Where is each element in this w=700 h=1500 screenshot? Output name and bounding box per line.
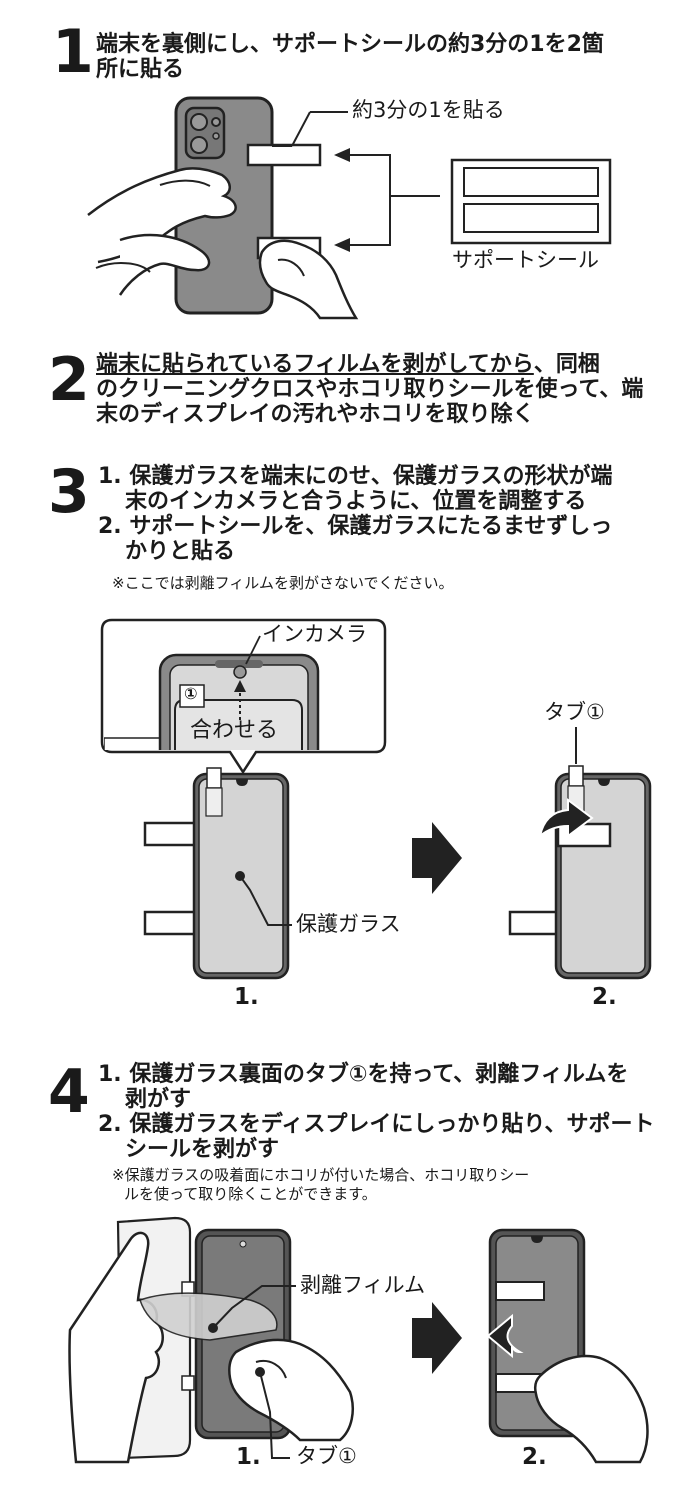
label-align: 合わせる (190, 718, 279, 743)
label-one-third: 約3分の1を貼る (352, 98, 505, 122)
step3-item2-line1: 2. サポートシールを、保護ガラスにたるませずしっ (98, 514, 613, 539)
step4-number: 4 (48, 1057, 90, 1127)
step4-item1-line1: 1. 保護ガラス裏面のタブ①を持って、剥離フィルムを (98, 1062, 629, 1087)
step2-heading-line2: のクリーニングクロスやホコリ取りシールを使って、端 (96, 377, 644, 402)
step4-note-line1: ※保護ガラスの吸着面にホコリが付いた場合、ホコリ取りシー (112, 1166, 530, 1184)
step3-fig-label-1: 1. (234, 984, 259, 1010)
label-tab-one-step3: タブ① (544, 700, 605, 724)
step4-item1-line2: 剥がす (125, 1087, 192, 1112)
step1-heading-line2: 所に貼る (96, 57, 185, 82)
label-circle-one: ① (184, 684, 198, 703)
step3-note: ※ここでは剥離フィルムを剥がさないでください。 (112, 574, 454, 592)
step3-item1-line1: 1. 保護ガラスを端末にのせ、保護ガラスの形状が端 (98, 464, 613, 489)
step3-item2-line2: かりと貼る (125, 539, 236, 564)
label-support-seal: サポートシール (452, 248, 599, 272)
step3-fig-label-2: 2. (592, 984, 617, 1010)
step2-heading-line1-rest: 、同梱 (533, 352, 600, 377)
step1-heading-line1: 端末を裏側にし、サポートシールの約3分の1を2箇 (96, 32, 604, 57)
step4-fig-label-1: 1. (236, 1444, 261, 1470)
step3-item1-line2: 末のインカメラと合うように、位置を調整する (125, 489, 587, 514)
label-release-film: 剥離フィルム (300, 1273, 426, 1297)
step4-fig-label-2: 2. (522, 1444, 547, 1470)
step4-note: ※保護ガラスの吸着面にホコリが付いた場合、ホコリ取りシー ルを使って取り除くこと… (112, 1166, 529, 1204)
step4-item2-line1: 2. 保護ガラスをディスプレイにしっかり貼り、サポート (98, 1112, 655, 1137)
step2-heading-underlined: 端末に貼られているフィルムを剥がしてから (96, 352, 534, 377)
label-tab-one-step4: タブ① (296, 1444, 357, 1468)
step1-illustration (87, 96, 612, 320)
step1-number: 1 (52, 17, 94, 87)
label-glass: 保護ガラス (296, 912, 401, 936)
step4-items: 1. 保護ガラス裏面のタブ①を持って、剥離フィルムを 剥がす 2. 保護ガラスを… (98, 1062, 654, 1162)
step3-illustration (100, 618, 652, 980)
step1-heading: 端末を裏側にし、サポートシールの約3分の1を2箇 所に貼る (96, 32, 604, 82)
step2-heading-line3: 末のディスプレイの汚れやホコリを取り除く (96, 402, 535, 427)
step2-number: 2 (48, 345, 90, 415)
step4-item2-line2: シールを剥がす (125, 1137, 280, 1162)
step2-heading: 端末に貼られているフィルムを剥がしてから、同梱 のクリーニングクロスやホコリ取り… (96, 352, 643, 427)
step3-number: 3 (48, 457, 90, 527)
step4-note-line2: ルを使って取り除くことができます。 (124, 1185, 377, 1203)
step3-items: 1. 保護ガラスを端末にのせ、保護ガラスの形状が端 末のインカメラと合うように、… (98, 464, 612, 564)
label-in-camera: インカメラ (262, 622, 367, 646)
